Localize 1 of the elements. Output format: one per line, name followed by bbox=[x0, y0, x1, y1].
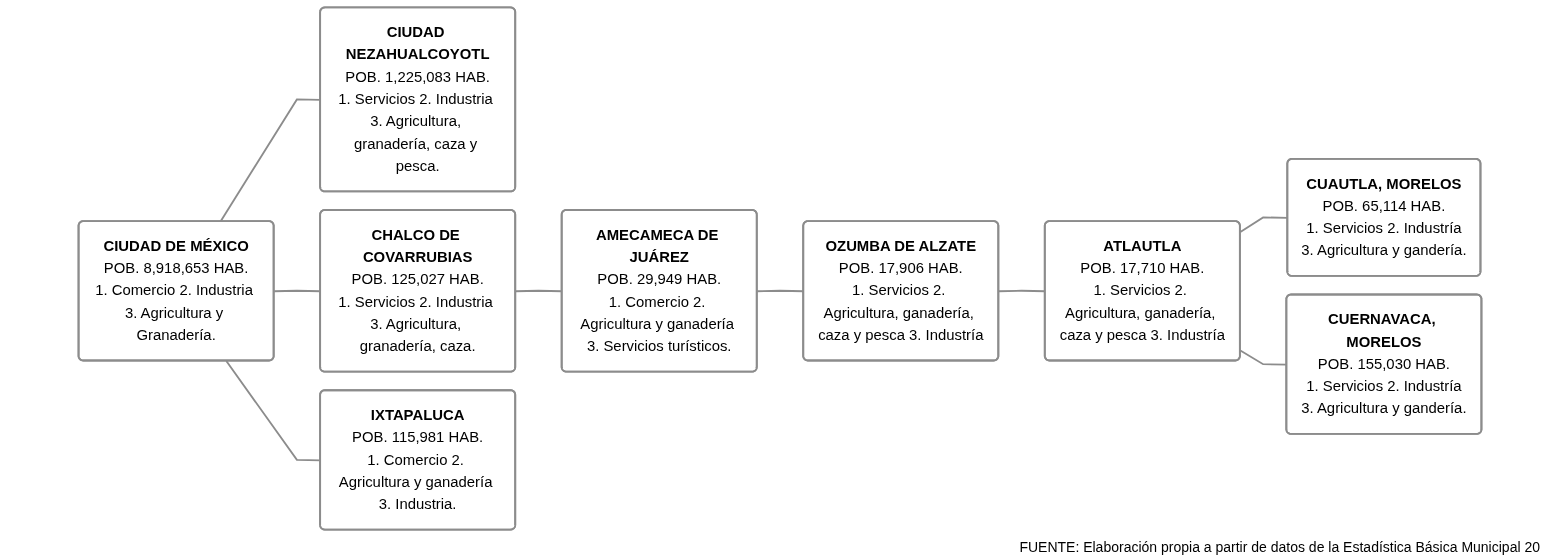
source-caption: FUENTE: Elaboración propia a partir de datos de la Estadística Básica Municipal 20 bbox=[1018, 538, 1541, 557]
